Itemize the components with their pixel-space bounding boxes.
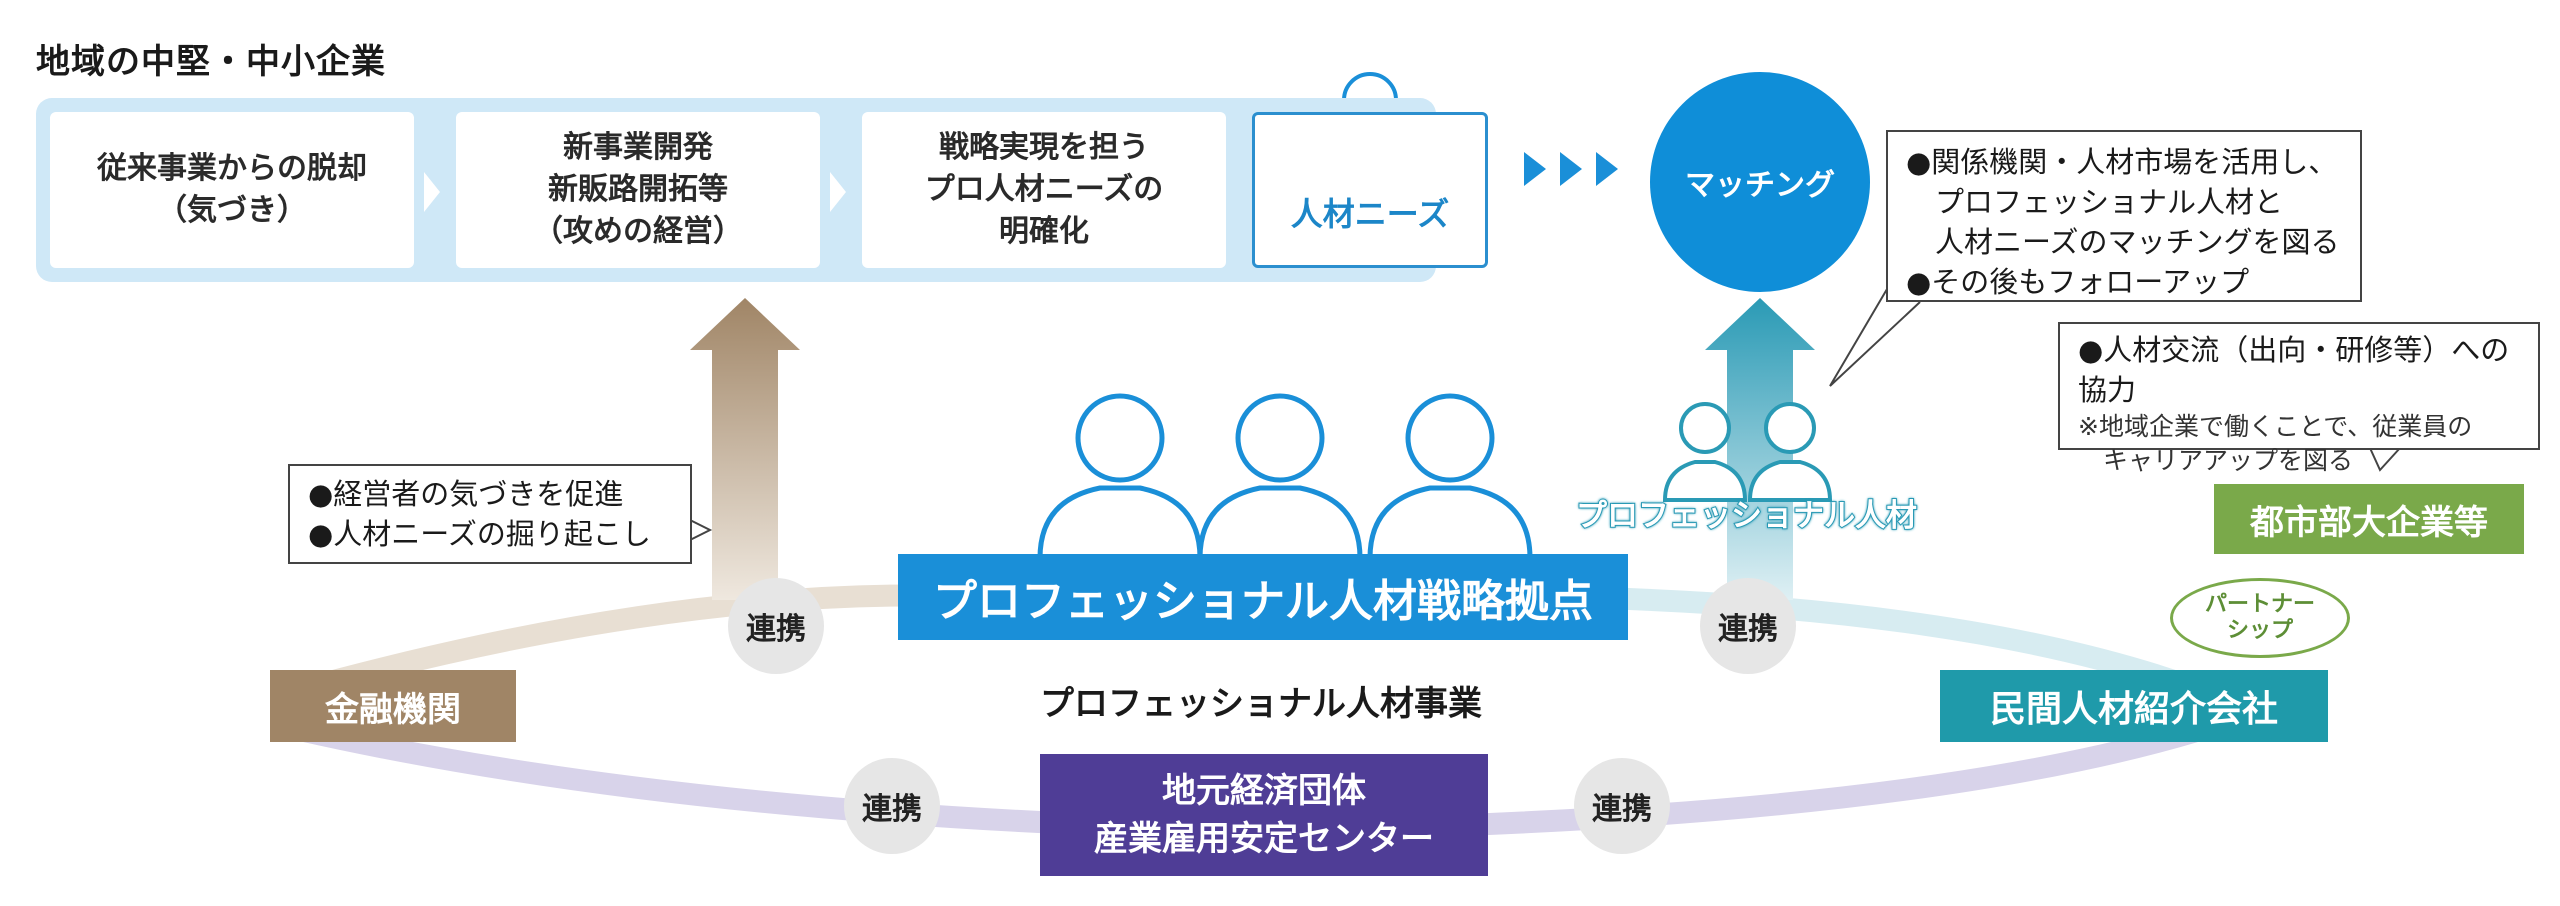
partnership-ellipse: パートナー シップ (2170, 578, 2350, 658)
step-box: 戦略実現を担う プロ人材ニーズの 明確化 (862, 112, 1226, 268)
link-circle: 連携 (1574, 758, 1670, 854)
chevron-right-icon (1596, 152, 1618, 186)
callout-line: ●関係機関・人材市場を活用し、 (1906, 145, 2338, 179)
link-circle: 連携 (728, 578, 824, 674)
awareness-callout: ●経営者の気づきを促進 ●人材ニーズの掘り起こし (288, 464, 692, 564)
strategy-base-box: プロフェッショナル人材戦略拠点 (898, 554, 1628, 640)
callout-note: キャリアアップを図る (2078, 446, 2354, 475)
awareness-callout-tail (689, 519, 713, 541)
private-agency-node: 民間人材紹介会社 (1940, 670, 2328, 742)
link-circle: 連携 (1700, 578, 1796, 674)
bigcorp-node: 都市部大企業等 (2214, 484, 2524, 554)
teal-up-arrow (1705, 298, 1815, 600)
exchange-callout-tail (2369, 447, 2401, 472)
chevron-right-icon (1524, 152, 1546, 186)
page-title: 地域の中堅・中小企業 (36, 42, 386, 82)
callout-line: ●人材ニーズの掘り起こし (308, 517, 651, 551)
step-separator-icon (424, 172, 440, 212)
matching-circle: マッチング (1650, 72, 1870, 292)
callout-line: ●経営者の気づきを促進 (308, 477, 624, 511)
callout-main: ●人材交流（出向・研修等）への協力 (2078, 333, 2510, 407)
step-separator-icon (830, 172, 846, 212)
step-box: 従来事業からの脱却 （気づき） (50, 112, 414, 268)
brown-up-arrow (690, 298, 800, 600)
matching-callout-tail (1829, 283, 1921, 387)
step-box: 新事業開発 新販路開拓等 （攻めの経営） (456, 112, 820, 268)
callout-line: 人材ニーズのマッチングを図る (1906, 225, 2340, 259)
project-label: プロフェッショナル人材事業 (1040, 684, 1482, 724)
pro-talent-icon (1662, 402, 1833, 502)
link-circle: 連携 (844, 758, 940, 854)
talent-needs-box: 人材ニーズ (1252, 112, 1488, 268)
matching-callout: ●関係機関・人材市場を活用し、 プロフェッショナル人材と 人材ニーズのマッチング… (1886, 130, 2362, 302)
chevron-right-icon (1560, 152, 1582, 186)
local-economic-node: 地元経済団体 産業雇用安定センター (1040, 754, 1488, 876)
ring-top-right (1599, 587, 2204, 701)
exchange-callout: ●人材交流（出向・研修等）への協力 ※地域企業で働くことで、従業員の キャリアア… (2058, 322, 2540, 475)
callout-note: ※地域企業で働くことで、従業員の (2078, 412, 2473, 441)
callout-line: プロフェッショナル人材と (1906, 185, 2284, 219)
finance-node: 金融機関 (270, 670, 516, 742)
consultants-icon (1037, 393, 1533, 561)
callout-line: ●その後もフォローアップ (1906, 265, 2250, 299)
pro-talent-label: プロフェッショナル人材 (1575, 497, 1918, 535)
